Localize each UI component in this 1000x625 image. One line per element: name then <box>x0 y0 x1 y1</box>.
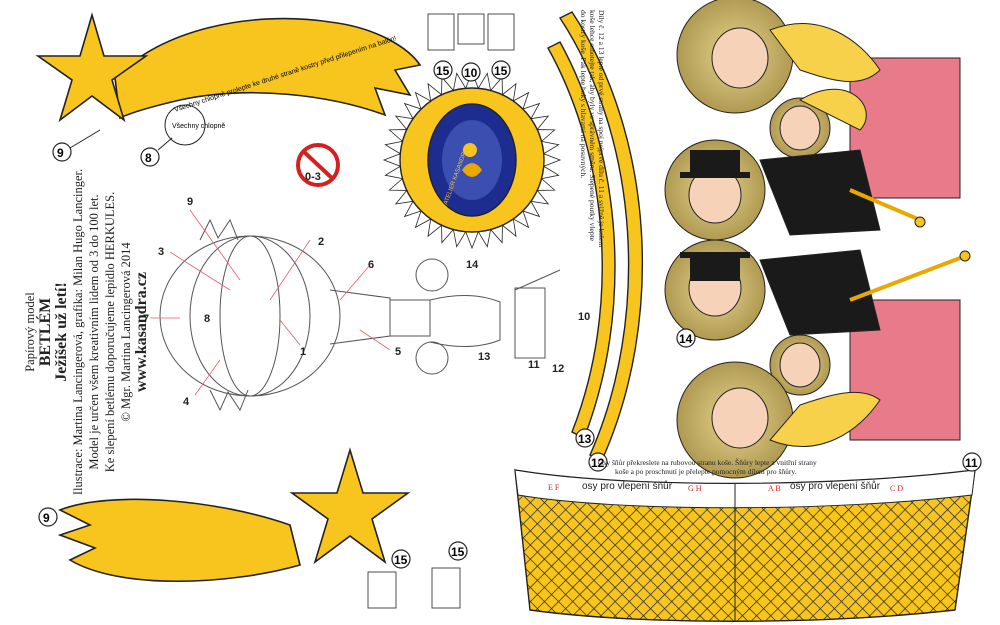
svg-text:15: 15 <box>494 64 508 78</box>
sun-ray <box>382 153 401 167</box>
svg-text:10: 10 <box>578 311 590 323</box>
credits-line-7: © Mgr. Martina Lancingerová 2014 <box>119 242 133 422</box>
svg-text:10: 10 <box>464 66 478 80</box>
svg-text:14: 14 <box>466 259 479 271</box>
svg-text:9: 9 <box>187 196 193 208</box>
credits-line-4: Ilustrace: Martina Lancingerová, grafika… <box>71 168 85 496</box>
balloon-numbers: 9 3 2 6 7 8 1 5 4 14 13 11 12 10 <box>143 196 590 408</box>
svg-text:Všechny chlopně: Všechny chlopně <box>172 123 225 130</box>
credits-block: Papírový model BETLÉM Ježíšek už letí! I… <box>22 52 150 612</box>
credits-line-6: Ke slepení betlému doporučujeme lepidlo … <box>103 191 117 473</box>
credits-line-5: Model je určen všem kreativním lidem od … <box>87 194 101 470</box>
basket-letters-right-b: C D <box>890 484 904 493</box>
shooting-star-top: Všechny chlopně Všechny chlopně prolepte… <box>35 12 422 146</box>
credits-subtitle: Ježíšek už letí! <box>53 282 70 382</box>
sun-badge: ATELIER KASANDRA <box>382 70 562 250</box>
svg-text:14: 14 <box>679 332 693 346</box>
svg-text:1: 1 <box>300 346 306 358</box>
credits-url: www.kasandra.cz <box>133 272 150 393</box>
basket-band: 11 <box>514 452 982 622</box>
shooting-star-bottom: 9 <box>38 447 411 583</box>
top-tags: 15 10 15 <box>427 13 515 82</box>
svg-text:11: 11 <box>528 359 540 371</box>
svg-text:8: 8 <box>145 151 152 165</box>
characters-top <box>664 0 961 241</box>
svg-text:12: 12 <box>591 456 605 470</box>
basket-letters-right-a: A B <box>768 484 781 493</box>
svg-text:8: 8 <box>204 313 210 325</box>
svg-text:15: 15 <box>451 545 465 559</box>
curved-strips: 13 12 <box>547 11 644 472</box>
svg-text:15: 15 <box>436 64 450 78</box>
age-warning-icon: 0-3 <box>296 143 340 187</box>
svg-text:11: 11 <box>965 456 978 470</box>
basket-letters-mid: G H <box>688 484 702 493</box>
strip-instruction: Díly č. 12 a 13 lepte od prvé strany na … <box>579 10 606 248</box>
basket-letters-left: E F <box>548 483 560 492</box>
basket-instruction-1: Osy šňůr překreslete na rubovou stranu k… <box>598 458 817 467</box>
characters-bottom: 14 <box>664 239 971 479</box>
svg-text:7: 7 <box>143 313 149 325</box>
svg-text:15: 15 <box>394 553 408 567</box>
age-label: 0-3 <box>305 171 321 183</box>
basket-label-left: osy pro vlepení šňůr <box>582 481 673 492</box>
credits-title: BETLÉM <box>37 297 54 367</box>
svg-text:5: 5 <box>395 346 401 358</box>
part-9-a: 9 <box>57 146 64 160</box>
bottom-tags: 15 15 <box>367 541 468 609</box>
sun-ray <box>543 153 562 167</box>
credits-line-1: Papírový model <box>23 292 37 372</box>
balloon-outline <box>159 218 561 412</box>
svg-text:12: 12 <box>552 363 564 375</box>
svg-text:9: 9 <box>43 511 50 525</box>
basket-instruction-2: koše a po proschnutí je přelepte pomocný… <box>615 467 797 476</box>
balloon-callouts <box>150 209 391 396</box>
svg-text:13: 13 <box>578 432 592 446</box>
part-badge-8-top: 8 <box>140 137 173 167</box>
basket-label-right: osy pro vlepení šňůr <box>790 481 881 492</box>
svg-text:2: 2 <box>318 236 324 248</box>
svg-text:6: 6 <box>368 259 374 271</box>
svg-text:13: 13 <box>478 351 490 363</box>
svg-text:4: 4 <box>183 396 190 408</box>
part-badge-9-top: 9 <box>52 129 101 162</box>
sun-ray <box>465 231 479 250</box>
svg-text:3: 3 <box>158 246 164 258</box>
